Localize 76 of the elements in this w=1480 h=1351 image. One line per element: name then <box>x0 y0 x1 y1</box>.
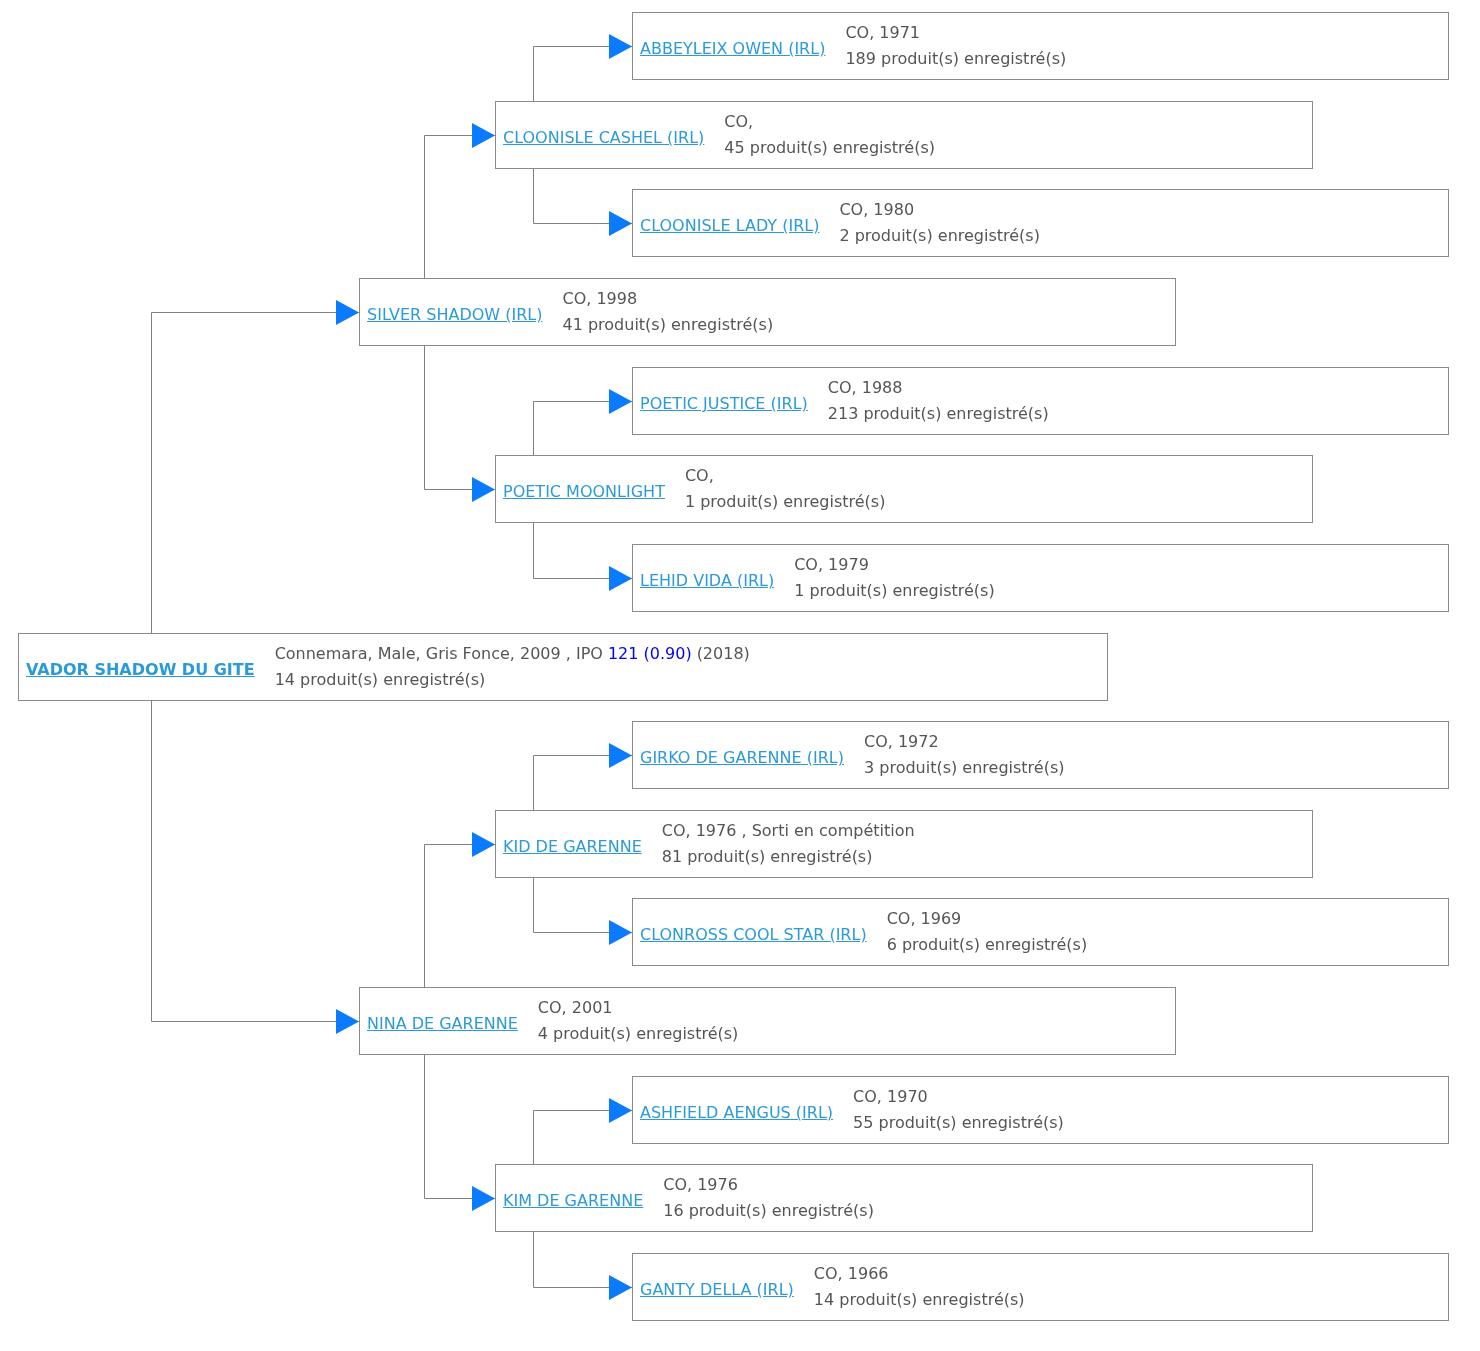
offspring-count-text: 41 produit(s) enregistré(s) <box>562 314 774 336</box>
connector-arrow <box>533 34 633 102</box>
horse-details-text: CO, 1976 , Sorti en compétition <box>661 820 915 842</box>
connector-arrow <box>151 300 360 634</box>
pedigree-box <box>632 544 1449 612</box>
pedigree-box <box>359 987 1176 1055</box>
pedigree-box <box>632 1253 1449 1321</box>
horse-details-text: CO, 2001 <box>537 997 613 1019</box>
offspring-count-text: 213 produit(s) enregistré(s) <box>827 403 1049 425</box>
horse-details-text: CO, <box>684 465 714 487</box>
horse-details-text: CO, 1998 <box>562 288 638 310</box>
horse-name-link: CLOONISLE LADY (IRL) <box>640 215 820 237</box>
offspring-count-text: 55 produit(s) enregistré(s) <box>853 1112 1064 1134</box>
horse-name-link: POETIC JUSTICE (IRL) <box>640 393 808 415</box>
horse-details-text: CO, 1970 <box>853 1086 928 1108</box>
pedigree-box <box>495 810 1313 878</box>
connector-arrow <box>424 345 496 502</box>
horse-details-text: CO, 1979 <box>794 554 869 576</box>
horse-details-text: CO, 1988 <box>827 377 903 399</box>
offspring-count-text: 1 produit(s) enregistré(s) <box>684 491 886 513</box>
horse-name-link: KID DE GARENNE <box>503 836 642 858</box>
pedigree-box <box>632 189 1449 257</box>
horse-name-link: ASHFIELD AENGUS (IRL) <box>640 1102 834 1124</box>
offspring-count-text: 14 produit(s) enregistré(s) <box>813 1289 1025 1311</box>
horse-details-text: CO, 1976 <box>663 1174 738 1196</box>
horse-details-text: CO, 1980 <box>839 199 915 221</box>
pedigree-box <box>632 898 1449 966</box>
horse-details-text: (2018) <box>696 643 750 665</box>
connector-arrow <box>424 1054 496 1211</box>
offspring-count-text: 14 produit(s) enregistré(s) <box>274 669 487 691</box>
horse-details-text: CO, 1971 <box>845 22 921 44</box>
offspring-count-text: 1 produit(s) enregistré(s) <box>794 580 995 602</box>
horse-name-link: VADOR SHADOW DU GITE <box>26 659 255 681</box>
horse-details-text: CO, 1966 <box>813 1263 889 1285</box>
offspring-count-text: 4 produit(s) enregistré(s) <box>537 1023 739 1045</box>
ipo-index-value: 121 (0.90) <box>607 643 692 665</box>
offspring-count-text: 2 produit(s) enregistré(s) <box>839 225 1040 247</box>
pedigree-box <box>632 367 1449 435</box>
horse-name-link: GIRKO DE GARENNE (IRL) <box>640 747 844 769</box>
connector-arrow <box>533 1098 633 1165</box>
pedigree-box <box>495 1164 1313 1232</box>
offspring-count-text: 3 produit(s) enregistré(s) <box>864 757 1065 779</box>
connector-arrow <box>424 832 496 988</box>
pedigree-box <box>632 721 1449 789</box>
pedigree-box <box>632 12 1449 80</box>
horse-details-text: CO, 1972 <box>864 731 939 753</box>
horse-name-link: POETIC MOONLIGHT <box>503 481 665 503</box>
pedigree-box <box>495 455 1313 523</box>
offspring-count-text: 81 produit(s) enregistré(s) <box>661 846 874 868</box>
connector-arrow <box>533 168 633 236</box>
horse-name-link: GANTY DELLA (IRL) <box>640 1279 794 1301</box>
offspring-count-text: 6 produit(s) enregistré(s) <box>886 934 1088 956</box>
horse-details-text: CO, 1969 <box>886 908 962 930</box>
pedigree-box <box>18 633 1108 701</box>
offspring-count-text: 16 produit(s) enregistré(s) <box>663 1200 874 1222</box>
horse-name-link: CLONROSS COOL STAR (IRL) <box>640 924 867 946</box>
connector-arrow <box>424 123 496 279</box>
horse-details-text: CO, <box>724 111 754 133</box>
horse-name-link: LEHID VIDA (IRL) <box>640 570 775 592</box>
horse-name-link: CLOONISLE CASHEL (IRL) <box>503 127 705 149</box>
horse-name-link: ABBEYLEIX OWEN (IRL) <box>640 38 826 60</box>
connector-arrow <box>533 743 633 811</box>
connector-arrow <box>533 522 633 591</box>
offspring-count-text: 45 produit(s) enregistré(s) <box>724 137 935 159</box>
pedigree-box <box>359 278 1176 346</box>
connector-arrow <box>533 1231 633 1300</box>
offspring-count-text: 189 produit(s) enregistré(s) <box>845 48 1067 70</box>
connector-arrow <box>151 700 360 1034</box>
connector-arrow <box>533 877 633 945</box>
pedigree-box <box>632 1076 1449 1144</box>
horse-name-link: SILVER SHADOW (IRL) <box>367 304 543 326</box>
connector-arrow <box>533 389 633 456</box>
horse-name-link: NINA DE GARENNE <box>367 1013 518 1035</box>
pedigree-box <box>495 101 1313 169</box>
horse-name-link: KIM DE GARENNE <box>503 1190 644 1212</box>
horse-details-text: Connemara, Male, Gris Fonce, 2009 , IPO <box>274 643 603 665</box>
